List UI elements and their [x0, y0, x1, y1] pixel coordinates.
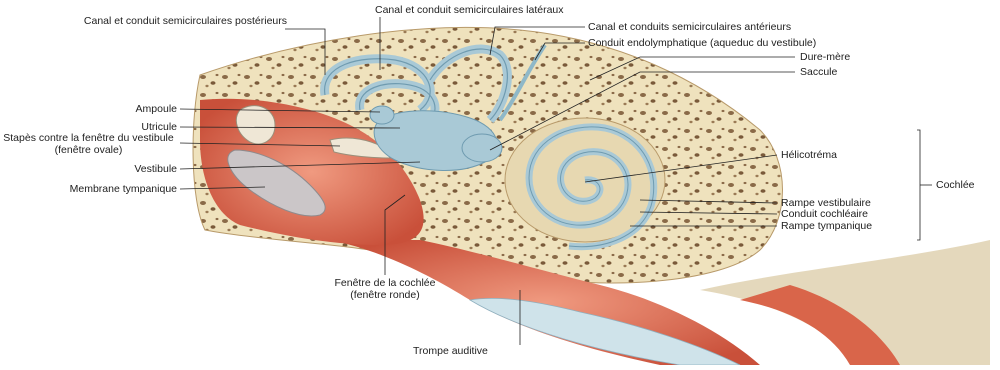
saccule-shape — [462, 134, 502, 162]
label-ampoule: Ampoule — [40, 103, 177, 115]
label-membrane-tympanique: Membrane tympanique — [0, 183, 177, 195]
label-vestibule: Vestibule — [40, 163, 177, 175]
label-cochlee: Cochlée — [936, 179, 975, 191]
ampulla-shape — [370, 106, 394, 124]
label-canal-posterieur: Canal et conduit semicirculaires postéri… — [55, 15, 287, 27]
label-conduit-endolymphatique: Conduit endolymphatique (aqueduc du vest… — [588, 37, 816, 49]
label-saccule: Saccule — [800, 66, 837, 78]
label-canal-anterieur: Canal et conduits semicirculaires antéri… — [588, 21, 791, 33]
label-rampe-tympanique: Rampe tympanique — [781, 220, 872, 232]
label-fenetre-cochlee: Fenêtre de la cochlée (fenêtre ronde) — [325, 277, 445, 301]
label-trompe-auditive: Trompe auditive — [413, 345, 488, 357]
label-canal-lateral: Canal et conduit semicirculaires latérau… — [375, 4, 564, 16]
label-stapes: Stapès contre la fenêtre du vestibule (f… — [0, 132, 177, 156]
label-helicotrema: Hélicotréma — [781, 149, 837, 161]
label-conduit-cochleaire: Conduit cochléaire — [781, 208, 868, 220]
label-dure-mere: Dure-mère — [800, 51, 850, 63]
